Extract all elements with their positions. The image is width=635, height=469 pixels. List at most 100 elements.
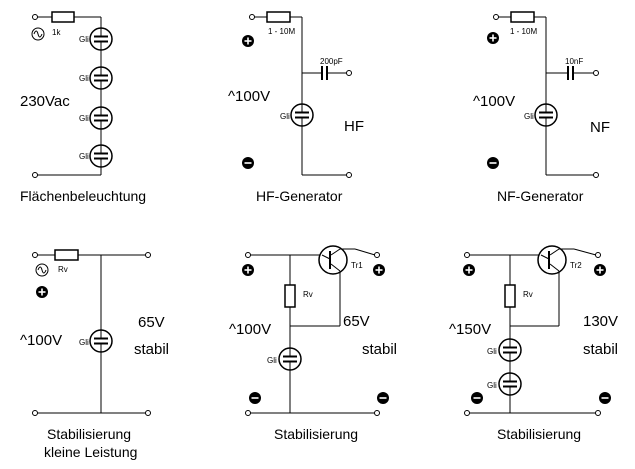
ac-source-icon [35, 263, 49, 277]
resistor-label: 1 - 10M [510, 27, 537, 36]
output-terminal [595, 252, 601, 258]
output-voltage-label: 130V [583, 313, 618, 330]
input-terminal [245, 410, 251, 416]
lamp-label: Gli [267, 356, 277, 365]
ac-source-icon [31, 27, 45, 41]
input-terminal [493, 14, 499, 20]
minus-icon [241, 156, 255, 170]
minus-icon [248, 391, 262, 405]
voltage-label: ^100V [229, 321, 271, 338]
transistor-label: Tr1 [351, 261, 363, 270]
resistor [504, 284, 516, 308]
resistor-label: 1 - 10M [268, 27, 295, 36]
output-voltage-label: 65V [138, 314, 165, 331]
output-terminal [346, 172, 352, 178]
circuit-stabilisierung-tr1: Tr1 Rv Gli ^100V 65V stabil Stabilisieru… [229, 245, 397, 442]
lamp-label: Gli [79, 152, 89, 161]
output-terminal [145, 252, 151, 258]
input-terminal [32, 252, 38, 258]
voltage-label: ^100V [20, 332, 62, 349]
circuit-caption: HF-Generator [256, 188, 343, 204]
plus-icon [241, 263, 255, 277]
circuit-caption: Stabilisierung [274, 426, 358, 442]
output-terminal [32, 172, 38, 178]
lamp-label: Gli [487, 347, 497, 356]
voltage-label: 230Vac [20, 93, 70, 110]
output-terminal [374, 252, 380, 258]
lamp-label: Gli [79, 338, 89, 347]
circuit-nf-generator: 1 - 10M 10nF Gli ^100V NF NF-Generator [473, 11, 610, 204]
transistor-label: Tr2 [570, 261, 582, 270]
glow-lamp [498, 372, 522, 396]
glow-lamp [89, 329, 113, 353]
output-terminal [593, 70, 599, 76]
lamp-label: Gli [487, 381, 497, 390]
output-terminal [346, 70, 352, 76]
output-terminal [595, 410, 601, 416]
circuit-caption: Flächenbeleuchtung [20, 188, 146, 204]
lamp-label: Gli [280, 112, 290, 121]
glow-lamp [89, 66, 113, 90]
input-terminal [32, 14, 38, 20]
output-terminal [374, 410, 380, 416]
voltage-label: ^100V [473, 93, 515, 110]
output-voltage-label: 65V [343, 313, 370, 330]
output-terminal [145, 410, 151, 416]
glow-lamp [498, 338, 522, 362]
capacitor-label: 10nF [565, 57, 583, 66]
resistor [510, 11, 535, 23]
resistor [266, 11, 291, 23]
glow-lamp [278, 347, 302, 371]
input-terminal [249, 14, 255, 20]
glow-lamp [89, 144, 113, 168]
minus-icon [470, 391, 484, 405]
input-terminal [464, 252, 470, 258]
resistor-label: Rv [303, 290, 313, 299]
circuit-stabilisierung-tr2: Tr2 Rv Gli Gli ^150V 130V stabil Stabili… [449, 245, 618, 442]
input-terminal [245, 252, 251, 258]
plus-icon [593, 263, 607, 277]
circuit-caption-sub: kleine Leistung [44, 444, 137, 460]
output-stable-label: stabil [362, 341, 397, 358]
plus-icon [372, 263, 386, 277]
input-terminal [464, 410, 470, 416]
input-terminal [32, 410, 38, 416]
lamp-label: Gli [79, 114, 89, 123]
transistor [318, 245, 348, 275]
capacitor-label: 200pF [320, 57, 343, 66]
glow-lamp [89, 106, 113, 130]
resistor [54, 249, 79, 261]
circuit-caption: Stabilisierung [47, 426, 131, 442]
voltage-label: ^100V [228, 88, 270, 105]
circuit-hf-generator: 1 - 10M 200pF Gli ^100V HF HF-Generator [228, 11, 364, 204]
minus-icon [486, 156, 500, 170]
resistor [51, 11, 75, 23]
plus-icon [462, 263, 476, 277]
glow-lamp [290, 103, 314, 127]
transistor [537, 245, 567, 275]
glow-lamp [534, 103, 558, 127]
lamp-label: Gli [524, 112, 534, 121]
mode-label: NF [590, 119, 610, 136]
lamp-label: Gli [79, 74, 89, 83]
plus-icon [241, 34, 255, 48]
output-stable-label: stabil [134, 341, 169, 358]
output-terminal [593, 172, 599, 178]
circuit-flaechenbeleuchtung: 1k Gli Gli Gli Gli 230Vac Flächenbeleuch… [20, 11, 146, 204]
plus-icon [486, 31, 500, 45]
circuit-caption: Stabilisierung [497, 426, 581, 442]
resistor [284, 284, 296, 308]
output-stable-label: stabil [583, 341, 618, 358]
lamp-label: Gli [79, 35, 89, 44]
resistor-label: Rv [523, 290, 533, 299]
voltage-label: ^150V [449, 321, 491, 338]
resistor-label: Rv [58, 265, 68, 274]
circuit-caption: NF-Generator [497, 188, 584, 204]
mode-label: HF [344, 118, 364, 135]
glow-lamp [89, 27, 113, 51]
plus-icon [35, 285, 49, 299]
resistor-label: 1k [52, 28, 61, 37]
minus-icon [376, 391, 390, 405]
circuit-stabilisierung-klein: Rv Gli ^100V 65V stabil Stabilisierung k… [20, 249, 169, 460]
